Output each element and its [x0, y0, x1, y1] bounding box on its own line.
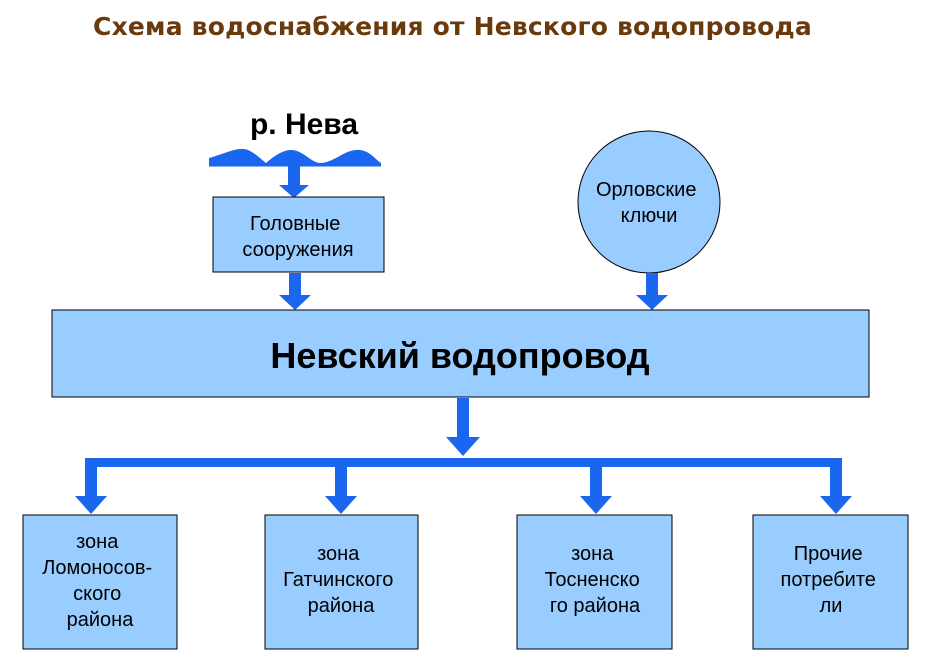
zone-lomonosov-line-4: района [67, 609, 135, 631]
arrow-to-zone-tosno [580, 458, 612, 514]
arrow-to-zone-lomonosov [75, 458, 107, 514]
arrow-orlovskie-to-vodoprovod [636, 273, 668, 310]
other-consumers-line-1: Прочие [794, 543, 863, 565]
other-consumers-line-3: ли [820, 595, 843, 617]
zone-lomonosov-label: зона Ломоносов- ского района [42, 531, 157, 631]
zone-tosno-line-1: зона [571, 543, 614, 565]
zone-tosno-line-2: Тосненско [545, 569, 640, 591]
other-consumers-line-2: потребите [781, 569, 876, 591]
distribution-bar [85, 458, 842, 467]
headworks-node: Головные сооружения [212, 196, 385, 273]
zone-lomonosov-line-3: ского [73, 583, 121, 605]
zone-lomonosov-node: зона Ломоносов- ского района [22, 514, 178, 650]
zone-tosno-node: зона Тосненско го района [516, 514, 673, 650]
zone-lomonosov-line-1: зона [76, 531, 119, 553]
other-consumers-label: Прочие потребите ли [781, 543, 882, 617]
vodoprovod-label: Невский водопровод [270, 335, 649, 376]
zone-tosno-label: зона Тосненско го района [545, 543, 646, 617]
orlovskie-line-2: ключи [621, 205, 678, 227]
arrow-headworks-to-vodoprovod [279, 273, 311, 310]
zone-gatchina-line-3: района [308, 595, 376, 617]
arrow-vodoprovod-down [446, 398, 480, 456]
vodoprovod-node: Невский водопровод [51, 309, 870, 398]
zone-gatchina-line-2: Гатчинского [283, 569, 393, 591]
zone-lomonosov-line-2: Ломоносов- [42, 557, 152, 579]
orlovskie-node: Орловские ключи [577, 130, 721, 274]
river-neva-label: р. Нева [250, 108, 358, 141]
zone-gatchina-line-1: зона [317, 543, 360, 565]
diagram-title: Схема водоснабжения от Невского водопров… [93, 12, 812, 41]
headworks-label: Головные сооружения [242, 213, 353, 261]
orlovskie-line-1: Орловские [596, 179, 696, 201]
water-wave-icon [209, 148, 381, 166]
headworks-line-2: сооружения [242, 239, 353, 261]
arrow-to-zone-gatchina [325, 458, 357, 514]
zone-tosno-line-3: го района [550, 595, 641, 617]
other-consumers-node: Прочие потребите ли [752, 514, 909, 650]
zone-gatchina-node: зона Гатчинского района [264, 514, 419, 650]
orlovskie-label: Орловские ключи [596, 179, 702, 227]
zone-gatchina-label: зона Гатчинского района [283, 543, 399, 617]
arrow-river-to-headworks [279, 158, 309, 198]
arrow-to-other-consumers [820, 458, 852, 514]
headworks-line-1: Головные [250, 213, 340, 235]
